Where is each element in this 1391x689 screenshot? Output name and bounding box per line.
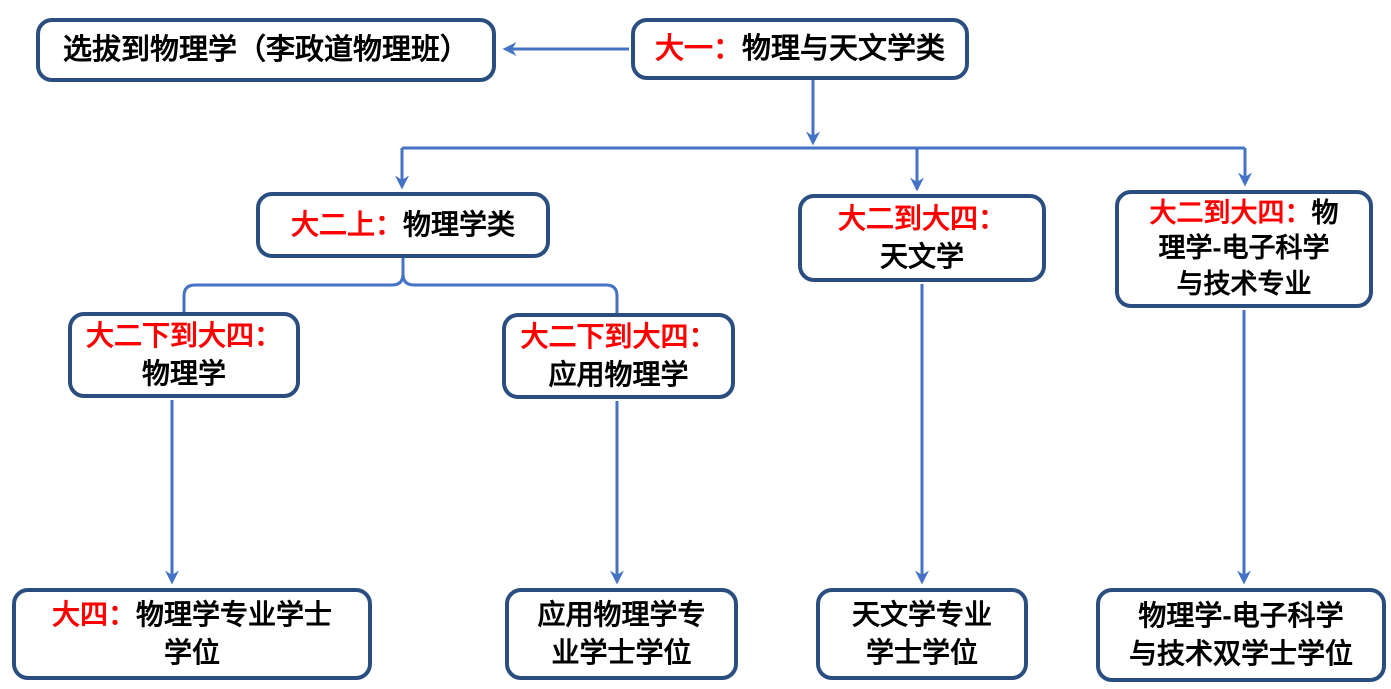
- node-astronomy-text: 天文学: [879, 241, 964, 272]
- node-degree-physics-line2: 学位: [163, 637, 220, 668]
- node-physics-text: 物理学: [141, 358, 226, 389]
- node-degree-phys-ee-line2: 与技术双学士学位: [1128, 638, 1353, 669]
- node-degree-astronomy-label: 天文学专业学士学位: [830, 596, 1014, 671]
- node-degree-applied-line2: 业学士学位: [551, 637, 692, 668]
- node-applied: 大二下到大四： 应用物理学: [502, 313, 735, 399]
- node-degree-physics-prefix: 大四：: [51, 599, 136, 631]
- node-degree-physics-line1: 物理学专业学士: [136, 599, 333, 631]
- node-degree-applied: 应用物理学专业学士学位: [505, 588, 738, 680]
- node-soph-fall-prefix: 大二上：: [290, 209, 403, 241]
- node-degree-phys-ee: 物理学-电子科学与技术双学士学位: [1096, 588, 1386, 682]
- node-phys-ee-label: 大二到大四：物理学-电子科学与技术专业: [1129, 196, 1359, 301]
- node-applied-label: 大二下到大四： 应用物理学: [516, 318, 721, 393]
- node-degree-phys-ee-line1: 物理学-电子科学: [1138, 600, 1344, 632]
- node-applied-prefix: 大二下到大四：: [520, 321, 717, 353]
- node-degree-physics-label: 大四：物理学专业学士学位: [26, 596, 358, 671]
- node-year1-prefix: 大一：: [654, 32, 742, 65]
- node-year1: 大一：物理与天文学类: [631, 18, 969, 80]
- edge-sophfall-to-applied: [401, 258, 619, 313]
- node-astronomy-prefix: 大二到大四：: [837, 203, 1006, 235]
- node-degree-astronomy: 天文学专业学士学位: [816, 588, 1028, 680]
- node-phys-ee-prefix: 大二到大四：: [1149, 198, 1312, 229]
- node-astronomy: 大二到大四： 天文学: [798, 194, 1046, 282]
- node-degree-astronomy-line2: 学士学位: [865, 637, 978, 668]
- node-degree-applied-label: 应用物理学专业学士学位: [519, 596, 724, 671]
- node-physics: 大二下到大四： 物理学: [68, 312, 300, 398]
- node-soph-fall-label: 大二上：物理学类: [270, 206, 536, 244]
- node-selection-label: 选拔到物理学（李政道物理班）: [50, 31, 482, 70]
- node-soph-fall: 大二上：物理学类: [256, 192, 550, 258]
- node-phys-ee: 大二到大四：物理学-电子科学与技术专业: [1115, 190, 1373, 308]
- node-degree-astronomy-line1: 天文学专业: [851, 599, 992, 631]
- node-phys-ee-text-line2: 理学-电子科学: [1158, 233, 1330, 264]
- node-physics-label: 大二下到大四： 物理学: [82, 317, 286, 392]
- node-degree-physics: 大四：物理学专业学士学位: [12, 588, 372, 680]
- node-degree-applied-line1: 应用物理学专: [537, 599, 706, 631]
- node-phys-ee-text-line1: 物: [1311, 198, 1339, 229]
- node-degree-phys-ee-label: 物理学-电子科学与技术双学士学位: [1110, 597, 1372, 672]
- node-selection: 选拔到物理学（李政道物理班）: [36, 18, 496, 82]
- node-year1-label: 大一：物理与天文学类: [645, 30, 955, 69]
- node-astronomy-label: 大二到大四： 天文学: [812, 200, 1032, 275]
- node-applied-text: 应用物理学: [548, 359, 689, 390]
- node-year1-text: 物理与天文学类: [742, 32, 946, 65]
- node-phys-ee-text-line3: 与技术专业: [1176, 268, 1312, 299]
- node-selection-text: 选拔到物理学（李政道物理班）: [62, 33, 469, 66]
- node-physics-prefix: 大二下到大四：: [85, 320, 282, 352]
- node-soph-fall-text: 物理学类: [403, 209, 516, 241]
- edge-sophfall-to-physics: [182, 258, 405, 312]
